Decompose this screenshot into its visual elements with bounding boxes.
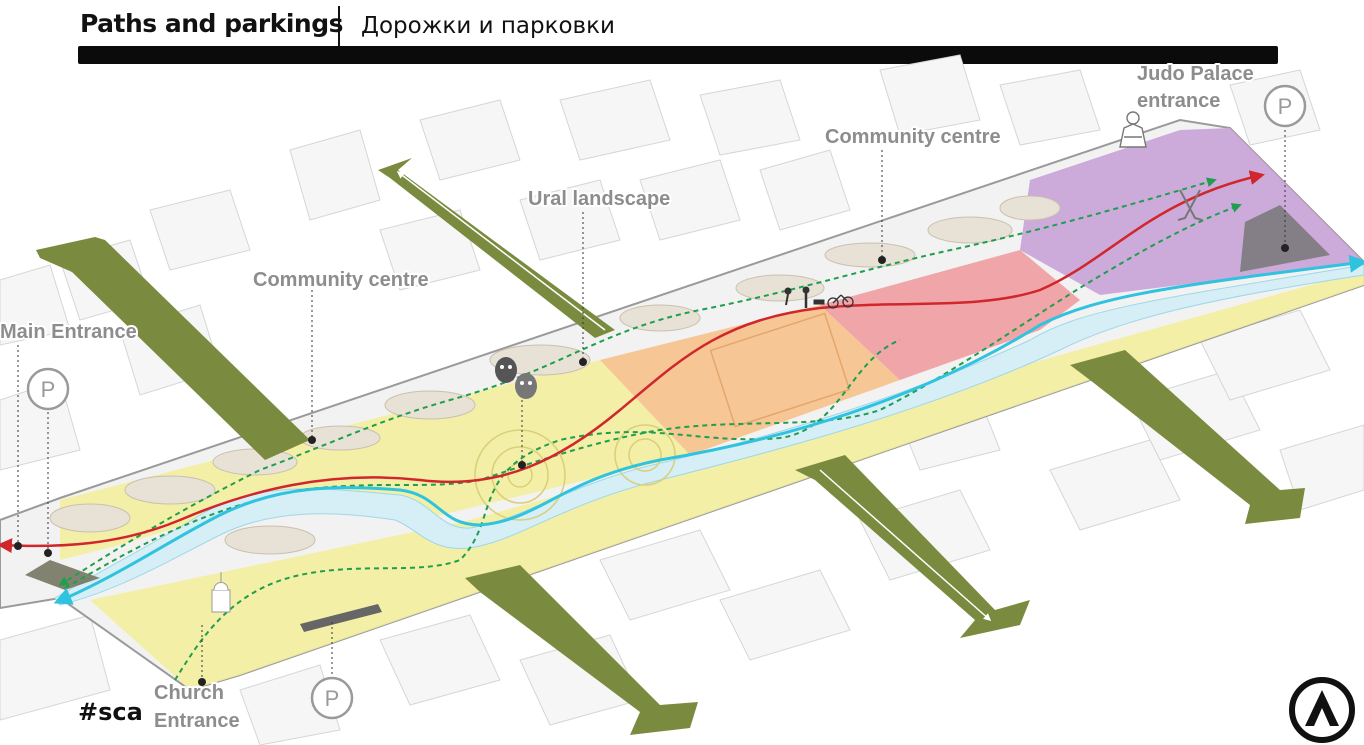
pedestrian-dog-cyclist-icon xyxy=(784,286,854,309)
label-judo-palace-line1: Judo Palace xyxy=(1137,63,1254,85)
page-title: Paths and parkings xyxy=(80,9,344,38)
svg-text:P: P xyxy=(1278,94,1293,119)
label-community-centre-left: Community centre xyxy=(253,269,429,291)
parking-sign-south xyxy=(310,676,354,720)
hockey-sticks-icon xyxy=(1177,189,1203,221)
parking-strip-south xyxy=(300,604,382,632)
parking-sign-west xyxy=(26,367,70,411)
header: Paths and parkings Дорожки и парковки xyxy=(78,0,1278,66)
page-subtitle: Дорожки и парковки xyxy=(361,13,615,39)
parking-sign-icon: P P P xyxy=(26,84,1307,720)
title-separator xyxy=(338,6,340,46)
label-church-line1: Church xyxy=(154,682,224,704)
parking-sign-northeast xyxy=(1263,84,1307,128)
label-judo-palace-line2: entrance xyxy=(1137,90,1220,112)
road-arrow-south xyxy=(465,565,698,735)
theatre-masks-icon xyxy=(495,357,537,399)
logo-mark-icon xyxy=(1289,677,1355,743)
svg-text:P: P xyxy=(325,686,340,711)
leader-dots xyxy=(14,244,1289,686)
label-community-centre-right: Community centre xyxy=(825,126,1001,148)
church-icon xyxy=(211,572,231,613)
judoka-icon xyxy=(1119,111,1147,148)
svg-text:P: P xyxy=(41,377,56,402)
label-church-line2: Entrance xyxy=(154,710,240,732)
label-ural-landscape: Ural landscape xyxy=(528,188,670,210)
blue-waterfront-path xyxy=(53,254,1364,605)
leader-lines xyxy=(17,130,1286,682)
title-bar xyxy=(78,46,1278,64)
hashtag-label: #sca xyxy=(78,698,143,726)
label-main-entrance: Main Entrance xyxy=(0,321,137,343)
